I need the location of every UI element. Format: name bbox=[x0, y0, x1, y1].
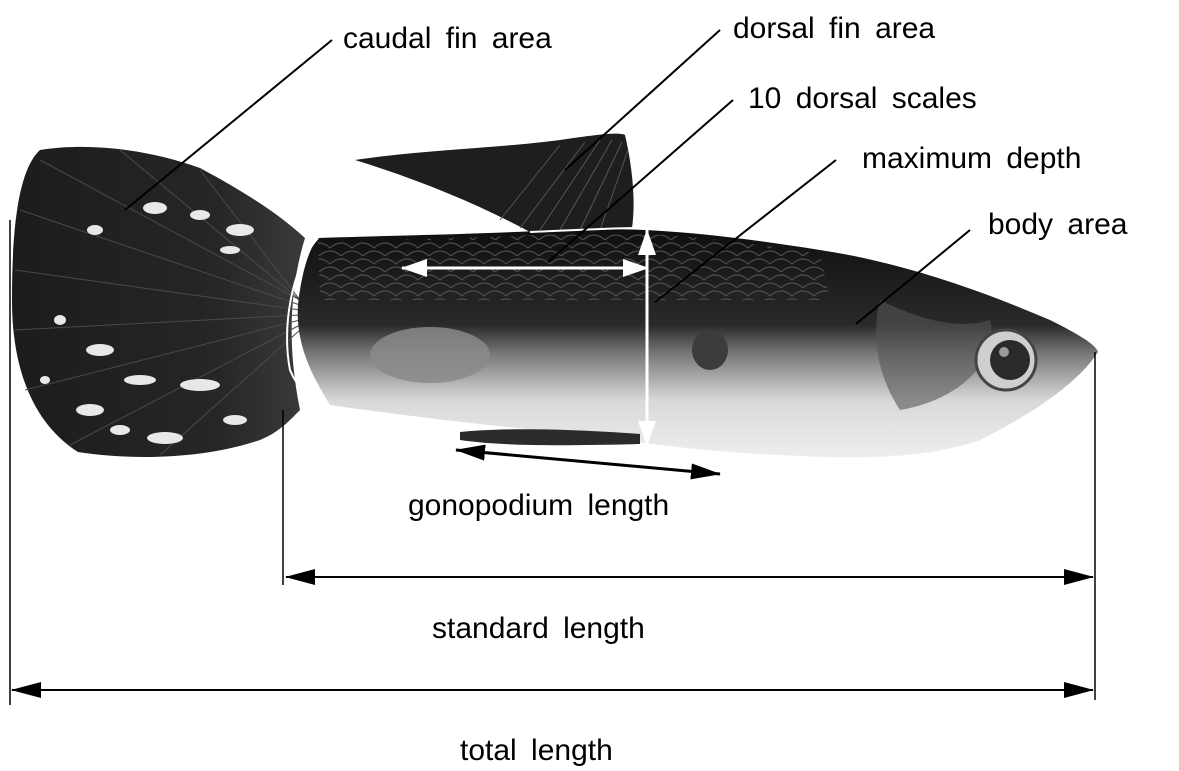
body-dark-spot bbox=[692, 330, 728, 370]
total-length-label: total length bbox=[460, 734, 613, 767]
gonopodium-length-arrow bbox=[456, 450, 720, 474]
dorsal-scales-label: 10 dorsal scales bbox=[748, 82, 977, 115]
caudal-fin-area-label: caudal fin area bbox=[343, 22, 552, 55]
fish-illustration bbox=[12, 134, 1098, 458]
caudal-fin bbox=[12, 147, 305, 457]
dorsal-fin-leader bbox=[565, 30, 720, 170]
gravid-spot bbox=[370, 327, 490, 383]
maximum-depth-label: maximum depth bbox=[862, 142, 1081, 175]
gonopodium-length-label: gonopodium length bbox=[408, 489, 669, 522]
dorsal-fin-area-label: dorsal fin area bbox=[733, 12, 935, 45]
eye bbox=[976, 330, 1036, 390]
body-area-label: body area bbox=[988, 208, 1128, 241]
standard-length-label: standard length bbox=[432, 612, 645, 645]
dorsal-fin bbox=[355, 134, 634, 232]
